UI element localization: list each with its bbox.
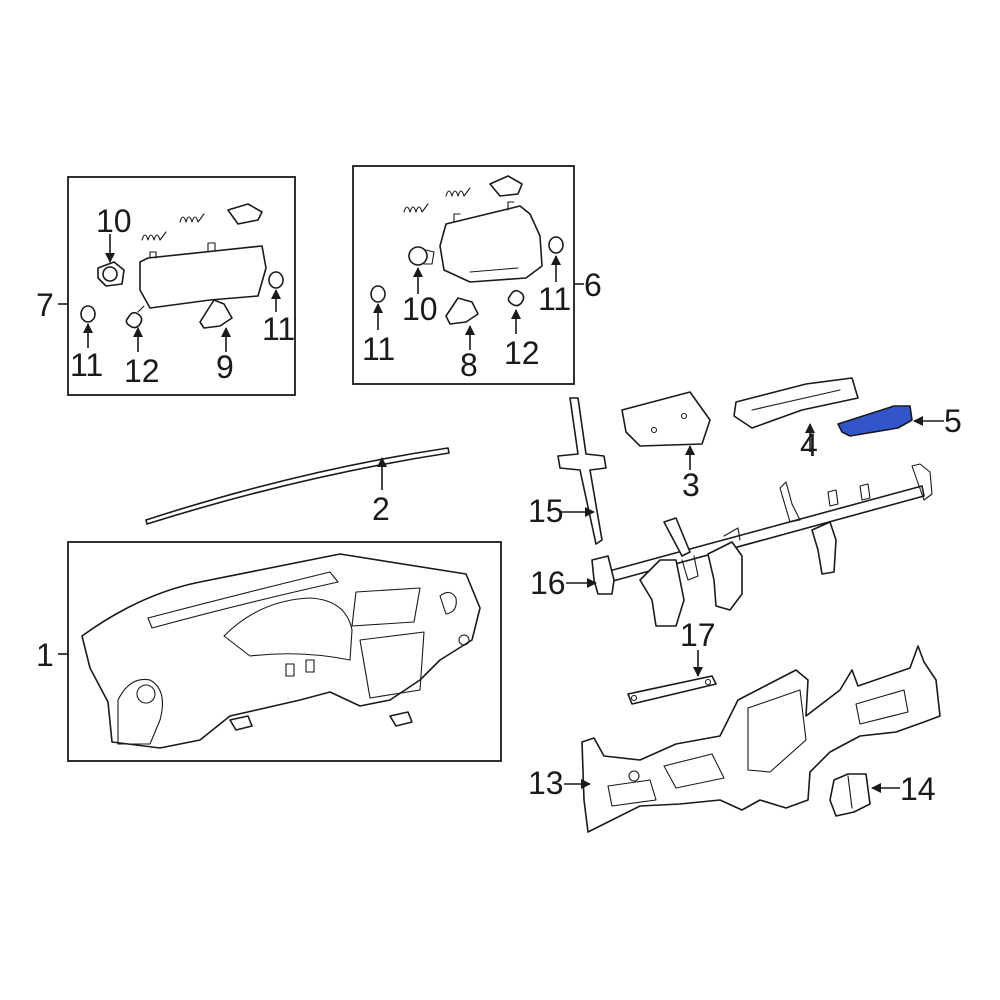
callout-14: 14 <box>900 771 936 807</box>
callout-11-right-a: 11 <box>362 331 395 367</box>
callout-3: 3 <box>682 467 700 503</box>
left-latch-9 <box>199 299 233 329</box>
right-hinge-10 <box>408 246 428 266</box>
callout-11-right-b: 11 <box>538 281 571 317</box>
part-3-bracket <box>621 391 711 447</box>
part-17-bar <box>627 675 717 705</box>
cross-car-beam <box>597 485 925 585</box>
beam-bracket-upper <box>663 517 691 557</box>
callout-11-left-a: 11 <box>70 347 103 383</box>
beam-bracket-left <box>591 555 615 595</box>
left-inset-panel <box>139 245 267 309</box>
callout-10-left: 10 <box>96 203 132 239</box>
right-bushing-11a <box>370 285 386 303</box>
right-bushing-11b <box>548 236 564 254</box>
dash-clip-a <box>229 715 253 731</box>
callout-12-right: 12 <box>504 335 540 371</box>
callout-11-left-b: 11 <box>262 311 295 347</box>
left-spring-a <box>141 231 167 241</box>
callout-16: 16 <box>530 565 566 601</box>
dash-box <box>67 541 502 762</box>
left-bushing-11b <box>268 271 284 289</box>
left-clip-top <box>227 203 263 225</box>
part-5-highlighted-panel <box>837 405 913 437</box>
callout-15: 15 <box>528 493 564 529</box>
beam-support-mid <box>707 541 743 611</box>
left-spring-12 <box>125 311 143 329</box>
callout-8: 8 <box>460 347 478 383</box>
callout-6: 6 <box>584 267 602 303</box>
inset-box-right <box>352 165 575 385</box>
right-spring-a <box>403 203 429 213</box>
part-4-trim <box>733 377 859 429</box>
right-clip-top <box>489 175 523 197</box>
part-15-brace <box>557 397 607 545</box>
part-2-trim-strip <box>145 447 450 525</box>
right-latch-8 <box>445 297 479 325</box>
callout-13: 13 <box>528 765 564 801</box>
right-inset-panel <box>439 205 543 283</box>
right-spring-12 <box>507 289 525 307</box>
callout-17: 17 <box>680 617 716 653</box>
left-bushing-11a <box>80 305 96 323</box>
callout-5: 5 <box>944 403 962 439</box>
right-spring-b <box>445 187 471 197</box>
callout-12-left: 12 <box>124 353 160 389</box>
part-13-reinforcement <box>581 645 941 833</box>
dash-clip-b <box>389 711 413 727</box>
inset-box-left <box>67 176 296 396</box>
callout-1: 1 <box>36 637 54 673</box>
callout-2: 2 <box>372 491 390 527</box>
beam-bracket-right <box>811 521 837 575</box>
left-spring-b <box>179 213 205 223</box>
part-1-dash-panel <box>81 553 481 749</box>
callout-4: 4 <box>800 427 818 463</box>
callout-7: 7 <box>36 287 54 323</box>
callout-10-right: 10 <box>402 291 438 327</box>
callout-9: 9 <box>216 349 234 385</box>
beam-support-center <box>639 559 685 627</box>
